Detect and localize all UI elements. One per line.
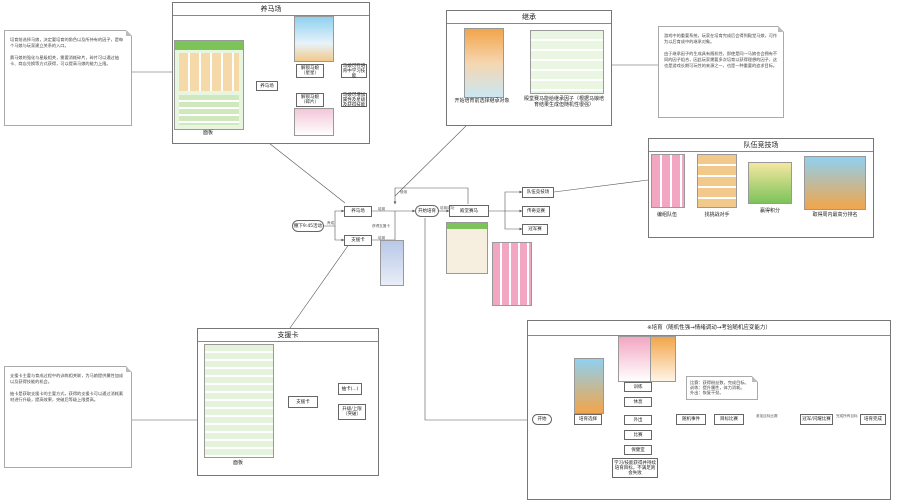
- training-screenshot-3: [650, 336, 676, 382]
- node-start[interactable]: 撒下9:45活动: [292, 220, 324, 232]
- frame-title: 支援卡: [198, 329, 378, 342]
- team-opponent-screenshot: [697, 154, 737, 208]
- node-tr-outing[interactable]: 外出: [624, 415, 652, 425]
- node-tr-loop[interactable]: 学习/技能获得并持续培育目标，不满足则会失败: [612, 458, 658, 478]
- note-text: 比赛：获得粉丝数，完成目标。: [690, 380, 749, 385]
- edge-label: 培育: [378, 236, 386, 240]
- edge-label: 使用: [400, 190, 408, 194]
- edge-label: 获得支援卡: [372, 224, 390, 228]
- note-text: 培育前选择马娘，决定要培育的角色以及所持有的因子，是每个马娘与玩家建立关系的入口…: [10, 37, 124, 48]
- node-tr-twinkle[interactable]: 冠军/闪耀比赛: [800, 414, 833, 425]
- node-legend-race[interactable]: 传奇竞赛: [522, 206, 550, 217]
- note-text: 游戏中的重要系统，玩家在培育完成后会得到殿堂马娘，可作为以后育成中的继承对象。: [664, 33, 778, 44]
- horse-card-screenshot-1: [294, 16, 334, 62]
- edge-label: 培育: [378, 207, 386, 211]
- horse-panel-caption: 面板: [202, 130, 213, 136]
- horse-card-screenshot-2: [294, 108, 334, 136]
- node-horse-farm[interactable]: 养马场: [344, 206, 372, 217]
- node-tr-training[interactable]: 训练: [624, 382, 652, 392]
- node-unlock-piece[interactable]: 解锁马娘（碎片）: [296, 93, 324, 107]
- note-horse: 培育前选择马娘，决定要培育的角色以及所持有的因子，是每个马娘与玩家建立关系的入口…: [4, 30, 132, 126]
- center-card-screenshot: [380, 240, 404, 286]
- frame-title: 队伍竞技场: [649, 139, 873, 152]
- note-inherit: 游戏中的重要系统，玩家在培育完成后会得到殿堂马娘，可作为以后育成中的继承对象。 …: [658, 26, 784, 118]
- note-support: 支援卡主要与育成过程中的训练相关联，为马娘提供属性加成以及获得技能的机会。 抽卡…: [4, 366, 132, 468]
- note-text: 赛马娘的强化与星级相关，需要消耗碎片，碎片可以通过抽卡、商店兑换等方式获得，可以…: [10, 55, 119, 66]
- inherit-left-caption: 开始培育前选择继承对象: [454, 98, 510, 104]
- team-caption-3: 赢得积分: [759, 208, 780, 214]
- edge-label: 培育成功: [440, 206, 455, 210]
- inherit-factor-screenshot: [530, 30, 604, 94]
- node-training[interactable]: 开始培育: [415, 205, 439, 217]
- edge-label: 参加目标比赛: [756, 414, 778, 418]
- inherit-select-screenshot: [464, 28, 504, 98]
- node-support-small[interactable]: 支援卡: [288, 396, 318, 408]
- support-panel-caption: 面板: [232, 460, 243, 466]
- frame-title: 继承: [447, 11, 611, 24]
- note-training-info: 比赛：获得粉丝数，完成目标。 训练：提升属性，体力消耗。 外出：恢复干劲。: [686, 376, 758, 400]
- note-text: 支援卡主要与育成过程中的训练相关联，为马娘提供属性加成以及获得技能的机会。: [10, 373, 124, 384]
- node-champion-meet[interactable]: 冠军赛: [522, 224, 548, 235]
- team-caption-1: 编组队伍: [656, 212, 677, 218]
- edge-to-support-frame: [289, 239, 353, 329]
- edge-to-inherit-frame: [394, 123, 469, 197]
- winner-screenshot-2: [492, 242, 532, 306]
- support-panel-screenshot: [204, 344, 274, 458]
- team-ranking-screenshot: [804, 156, 866, 210]
- node-tr-race[interactable]: 比赛: [624, 430, 652, 440]
- frame-title: ※培育（随机性强→情绪调动→考验随机应变能力）: [528, 321, 890, 336]
- node-support-gacha[interactable]: 抽卡(...): [338, 383, 362, 395]
- node-winner-horse[interactable]: 殿堂赛马: [449, 205, 489, 217]
- node-team-race[interactable]: 队伍竞技场: [522, 187, 554, 198]
- team-caption-2: 找挑战对手: [704, 212, 730, 218]
- note-text: 外出：恢复干劲。: [690, 390, 724, 395]
- team-edit-screenshot: [651, 154, 685, 208]
- frame-title: 养马场: [173, 3, 369, 16]
- node-support-upgrade[interactable]: 升级/上限（突破）: [338, 404, 366, 420]
- winner-screenshot-1: [446, 222, 488, 274]
- node-tr-infirmary[interactable]: 保健室: [624, 445, 652, 455]
- node-horse-output-2[interactable]: 马娘可增加属性及星级及获得技能: [341, 92, 367, 108]
- node-tr-random[interactable]: 随机事件: [676, 414, 706, 425]
- node-horse-output-1[interactable]: 马娘可在培育中学习技能: [341, 63, 367, 79]
- node-support-card[interactable]: 支援卡: [344, 235, 372, 246]
- note-text: 由于继承因子的生成具有随机性，即使是同一马娘也会拥有不同的因子组合，因此玩家需要…: [664, 51, 778, 68]
- node-tr-start[interactable]: 开始: [532, 414, 552, 425]
- team-caption-4: 取得周内最高分排名: [812, 212, 858, 218]
- horse-panel-screenshot: [174, 40, 244, 130]
- node-tr-done[interactable]: 培育完成: [860, 414, 886, 425]
- note-text: 抽卡是获取支援卡的主要方式，获得的支援卡可以通过消耗素材进行升级，提高效果，突破…: [10, 391, 124, 402]
- node-tr-select[interactable]: 培育选择: [574, 414, 602, 425]
- node-tr-target[interactable]: 目标比赛: [714, 414, 744, 425]
- node-tr-rest[interactable]: 休息: [624, 397, 652, 407]
- inherit-right-caption: 殿堂赛马能给继承因子（根据马娘培育结果生成但随机性很强）: [523, 96, 604, 108]
- team-points-screenshot: [748, 162, 792, 204]
- node-unlock-star[interactable]: 解锁马娘（星星）: [296, 64, 324, 78]
- node-horse-farm-small[interactable]: 养马场: [256, 81, 278, 91]
- edge-label: 完成所有目标: [836, 414, 858, 418]
- note-text: 训练：提升属性，体力消耗。: [690, 385, 745, 390]
- training-screenshot-1: [574, 358, 604, 414]
- training-screenshot-2: [618, 336, 656, 382]
- edge-label: 养成: [327, 221, 335, 225]
